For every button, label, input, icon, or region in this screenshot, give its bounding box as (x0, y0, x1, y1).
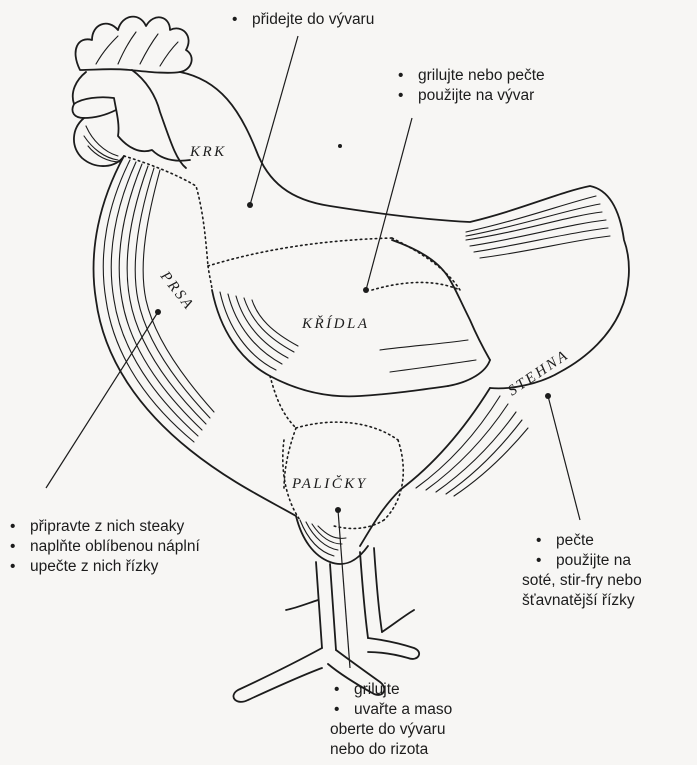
drumsticks-note-continued: oberte do vývaru nebo do rizota (330, 720, 445, 760)
thighs-note: pečte použijte na (536, 531, 631, 571)
wings-note-item-2: použijte na vývar (398, 86, 545, 106)
thigh-outline (360, 388, 528, 546)
breast-note-item-1: připravte z nich steaky (10, 517, 200, 537)
breast-outline (94, 156, 296, 516)
thighs-note-item-2: použijte na (536, 551, 631, 571)
wings-note-item-1: grilujte nebo pečte (398, 66, 545, 86)
comb-outline (76, 17, 192, 73)
thighs-note-continued: soté, stir-fry nebo šťavnatější řízky (522, 571, 642, 611)
breast-note: připravte z nich steaky naplňte oblíbeno… (10, 517, 200, 577)
thighs-note-line-3: soté, stir-fry nebo (522, 571, 642, 591)
neck-label: KRK (189, 144, 227, 160)
back-tail-outline (180, 72, 629, 388)
thighs-label: STEHNA (505, 347, 572, 399)
neck-note: přidejte do vývaru (232, 10, 374, 30)
drumstick-outline (296, 516, 368, 564)
drumsticks-note-line-3: oberte do vývaru (330, 720, 445, 740)
breast-label: PRSA (156, 268, 197, 314)
drumsticks-note-item-1: grilujte (334, 680, 452, 700)
drumsticks-label: PALIČKY (291, 475, 368, 492)
speck-mark (338, 144, 342, 148)
legs-feet (233, 548, 419, 702)
drumsticks-note: grilujte uvařte a maso (334, 680, 452, 720)
drumsticks-note-line-4: nebo do rizota (330, 740, 445, 760)
drumsticks-note-item-2: uvařte a maso (334, 700, 452, 720)
head-outline (72, 70, 190, 168)
thighs-note-item-1: pečte (536, 531, 631, 551)
breast-note-item-2: naplňte oblíbenou náplní (10, 537, 200, 557)
thighs-note-line-4: šťavnatější řízky (522, 591, 642, 611)
wings-label: KŘÍDLA (301, 315, 370, 332)
wings-note: grilujte nebo pečte použijte na vývar (398, 66, 545, 106)
neck-note-item: přidejte do vývaru (232, 10, 374, 30)
breast-note-item-3: upečte z nich řízky (10, 557, 200, 577)
